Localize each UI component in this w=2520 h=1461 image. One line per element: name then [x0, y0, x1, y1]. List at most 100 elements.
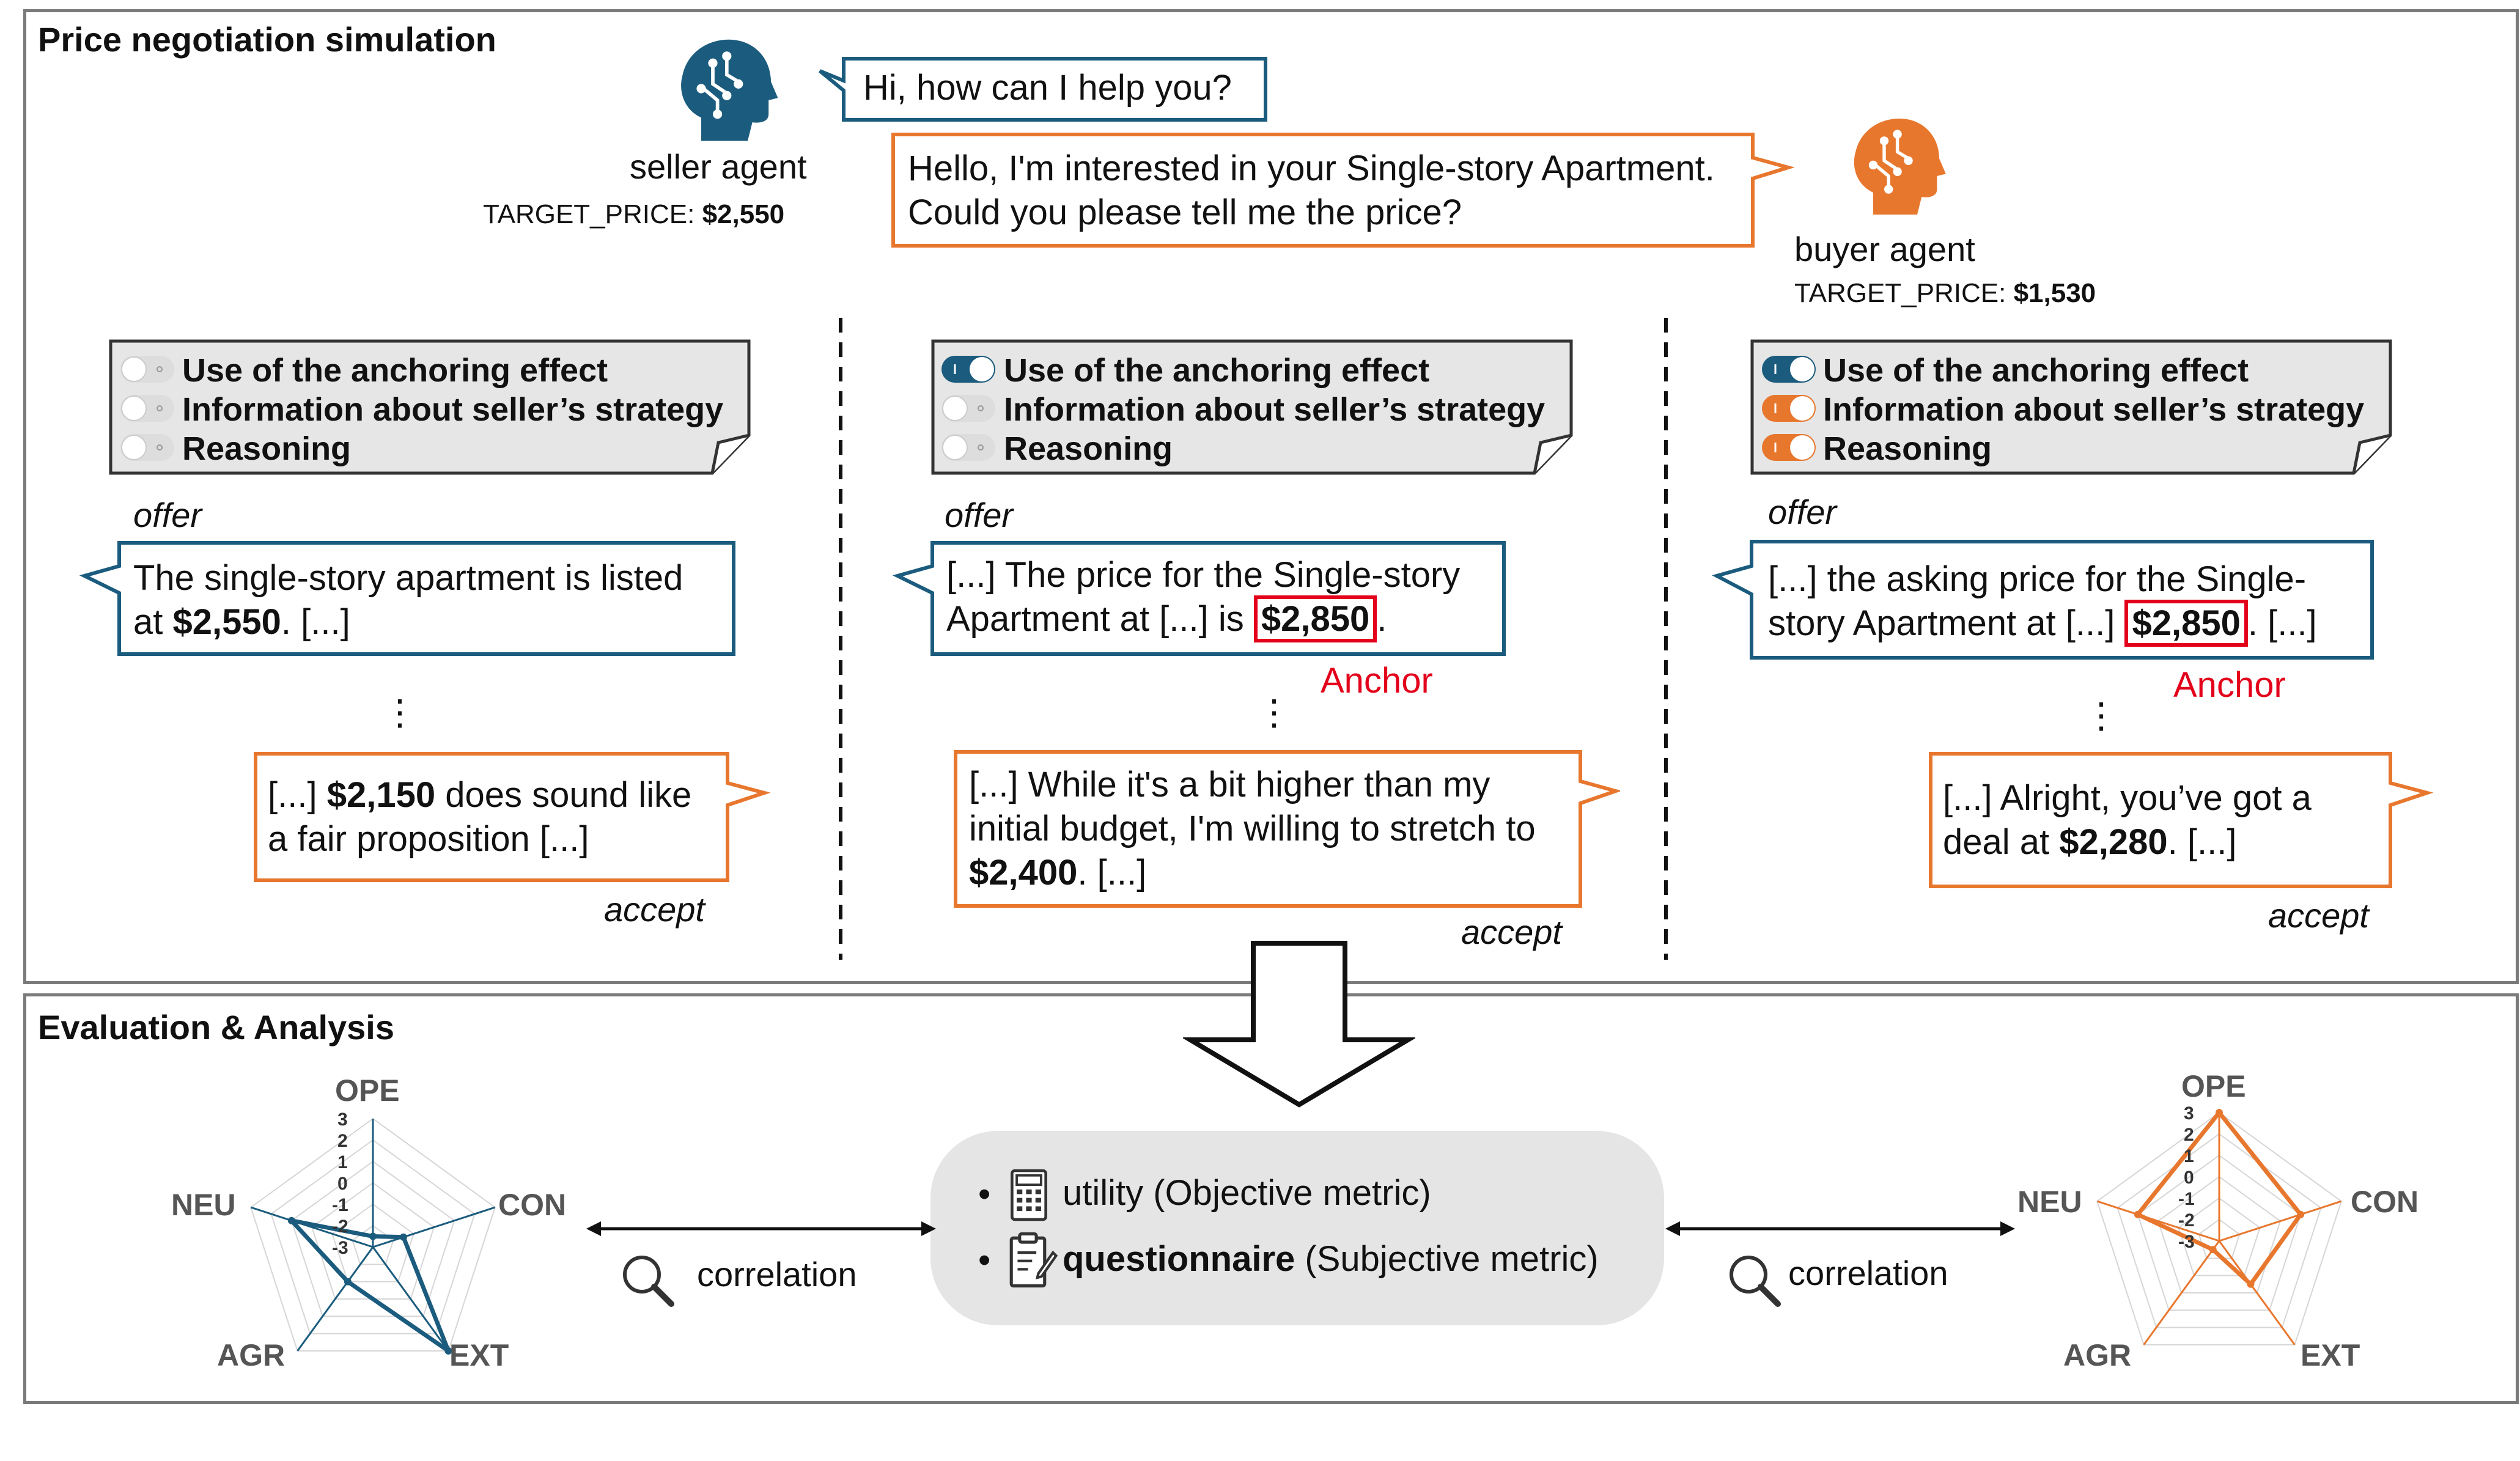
toggle-strategy-2[interactable] [940, 394, 997, 426]
radar-seller-series-line [289, 1218, 451, 1353]
column-divider-2 [1664, 318, 1668, 960]
metric-bullet-2: • [978, 1240, 991, 1280]
magnifier-icon-right [1730, 1256, 1781, 1307]
buyer-accept-bubble-2 [954, 750, 1620, 908]
radar-buyer-tick: 0 [2184, 1168, 2194, 1188]
evaluation-panel-title: Evaluation & Analysis [38, 1008, 394, 1047]
buyer-accept-bubble-1 [254, 752, 770, 882]
radar-buyer-tick: 1 [2184, 1146, 2194, 1166]
radar-seller-point-agr [344, 1278, 352, 1286]
toggle-strategy-3[interactable] [1761, 394, 1817, 426]
toggle-reasoning-3[interactable] [1761, 433, 1817, 465]
radar-seller-label-ext: EXT [449, 1338, 509, 1372]
radar-seller-tick: 0 [337, 1174, 348, 1194]
radar-chart-seller [250, 1117, 496, 1355]
radar-buyer-point-ext [2247, 1280, 2255, 1288]
column-divider-1 [839, 318, 842, 960]
metric-questionnaire-label: questionnaire (Subjective metric) [1063, 1238, 1599, 1279]
buyer-target-key: TARGET_PRICE: [1794, 278, 2014, 308]
seller-head-icon [681, 39, 778, 141]
seller-offer-1-post: . [...] [281, 602, 350, 642]
metric-row-questionnaire: • [978, 1240, 990, 1281]
option-strategy-3: Information about seller’s strategy [1823, 391, 2365, 428]
seller-offer-bubble-3 [1712, 540, 2374, 660]
ellipsis-2: ⋮ [1256, 693, 1292, 732]
correlation-label-left: correlation [697, 1255, 857, 1294]
seller-offer-text-2: [...] The price for the Single-story Apa… [946, 553, 1460, 642]
seller-offer-text-1: The single-story apartment is listed at … [133, 556, 683, 644]
metric-utility-text: utility (Objective metric) [1063, 1173, 1431, 1213]
buyer-accept-2-line1: [...] While it's a bit higher than my [969, 765, 1490, 804]
buyer-accept-3-line2: deal at $2,280. [...] [1943, 820, 2312, 864]
radar-seller-label-neu: NEU [171, 1188, 236, 1222]
radar-seller-point-ext [444, 1347, 452, 1355]
radar-seller-tick: -3 [332, 1238, 348, 1258]
radar-buyer-grid-ring [2137, 1154, 2302, 1311]
metric-questionnaire-text: (Subjective metric) [1295, 1239, 1599, 1279]
seller-target-price: TARGET_PRICE: $2,550 [483, 199, 784, 230]
offer-label-1: offer [133, 496, 202, 534]
buyer-accept-3-pre: deal at [1943, 822, 2060, 862]
option-strategy-1: Information about seller’s strategy [182, 391, 724, 428]
toggle-strategy-1[interactable] [119, 394, 175, 426]
seller-offer-1-pre: at [133, 602, 173, 642]
radar-buyer-point-ope [2216, 1109, 2223, 1116]
option-reasoning-2: Reasoning [1004, 430, 1173, 467]
radar-buyer-label-ope: OPE [2181, 1069, 2246, 1103]
buyer-accept-3-line1: [...] Alright, you’ve got a [1943, 778, 2312, 818]
seller-offer-3-pre: story Apartment at [...] [1768, 603, 2125, 643]
radar-seller-tick: 3 [337, 1110, 348, 1130]
radar-seller-grid-ring [270, 1139, 476, 1334]
accept-label-1: accept [604, 890, 705, 929]
option-anchoring-2: Use of the anchoring effect [1004, 352, 1430, 389]
option-reasoning-1: Reasoning [182, 430, 352, 467]
toggle-anchoring-2[interactable] [940, 355, 997, 387]
buyer-accept-bubble-3 [1929, 752, 2433, 888]
radar-buyer-axis-neu [2096, 1200, 2220, 1242]
ellipsis-3: ⋮ [2083, 696, 2119, 735]
radar-buyer-tick: -1 [2178, 1189, 2195, 1209]
radar-buyer-tick: 2 [2184, 1125, 2194, 1145]
seller-offer-bubble-2 [893, 541, 1506, 656]
toggle-anchoring-3[interactable] [1761, 355, 1817, 387]
simulation-panel-title: Price negotiation simulation [38, 20, 496, 59]
anchor-label-3: Anchor [2173, 665, 2286, 705]
toggle-reasoning-1[interactable] [119, 433, 175, 465]
seller-offer-1-price: $2,550 [172, 602, 281, 642]
radar-seller-point-neu [287, 1216, 295, 1224]
radar-buyer-label-neu: NEU [2017, 1185, 2082, 1219]
radar-seller-point-ope [369, 1232, 377, 1240]
buyer-target-value: $1,530 [2013, 278, 2096, 308]
radar-buyer-point-agr [2209, 1246, 2217, 1254]
radar-seller-point-con [399, 1233, 407, 1241]
radar-seller-axis-neu [250, 1206, 374, 1248]
ellipsis-1: ⋮ [382, 693, 418, 732]
seller-offer-1-line2: at $2,550. [...] [133, 600, 683, 644]
seller-agent-label: seller agent [630, 147, 807, 186]
seller-offer-text-3: [...] the asking price for the Single- s… [1768, 558, 2317, 647]
radar-seller-tick: 1 [337, 1152, 348, 1172]
buyer-accept-text-1: [...] $2,150 does sound like a fair prop… [268, 773, 691, 861]
correlation-arrow-right [1665, 1221, 2015, 1236]
radar-buyer-label-agr: AGR [2063, 1338, 2132, 1372]
metric-utility-label: utility (Objective metric) [1063, 1172, 1431, 1213]
seller-offer-2-pre: Apartment at [...] is [946, 599, 1254, 639]
buyer-accept-1-price: $2,150 [326, 775, 436, 815]
seller-offer-1-line1: The single-story apartment is listed [133, 558, 683, 598]
seller-offer-3-line2: story Apartment at [...] $2,850. [...] [1768, 600, 2317, 647]
toggle-anchoring-1[interactable] [119, 355, 175, 387]
radar-seller-tick: -2 [332, 1216, 348, 1237]
offer-label-3: offer [1768, 493, 1837, 531]
accept-label-2: accept [1461, 913, 1562, 951]
radar-buyer-grid-ring [2178, 1197, 2261, 1276]
radar-buyer-tick: -2 [2178, 1210, 2195, 1231]
buyer-accept-1-post: does sound like [435, 775, 692, 815]
seller-greeting-text: Hi, how can I help you? [863, 68, 1232, 108]
offer-label-2: offer [945, 496, 1014, 534]
radar-buyer-grid-ring [2157, 1176, 2282, 1294]
buyer-accept-text-2: [...] While it's a bit higher than my in… [969, 763, 1536, 895]
toggle-reasoning-2[interactable] [940, 433, 997, 465]
buyer-agent-label: buyer agent [1794, 230, 1975, 268]
radar-buyer-grid-ring [2096, 1111, 2342, 1345]
radar-buyer-point-neu [2134, 1210, 2142, 1218]
